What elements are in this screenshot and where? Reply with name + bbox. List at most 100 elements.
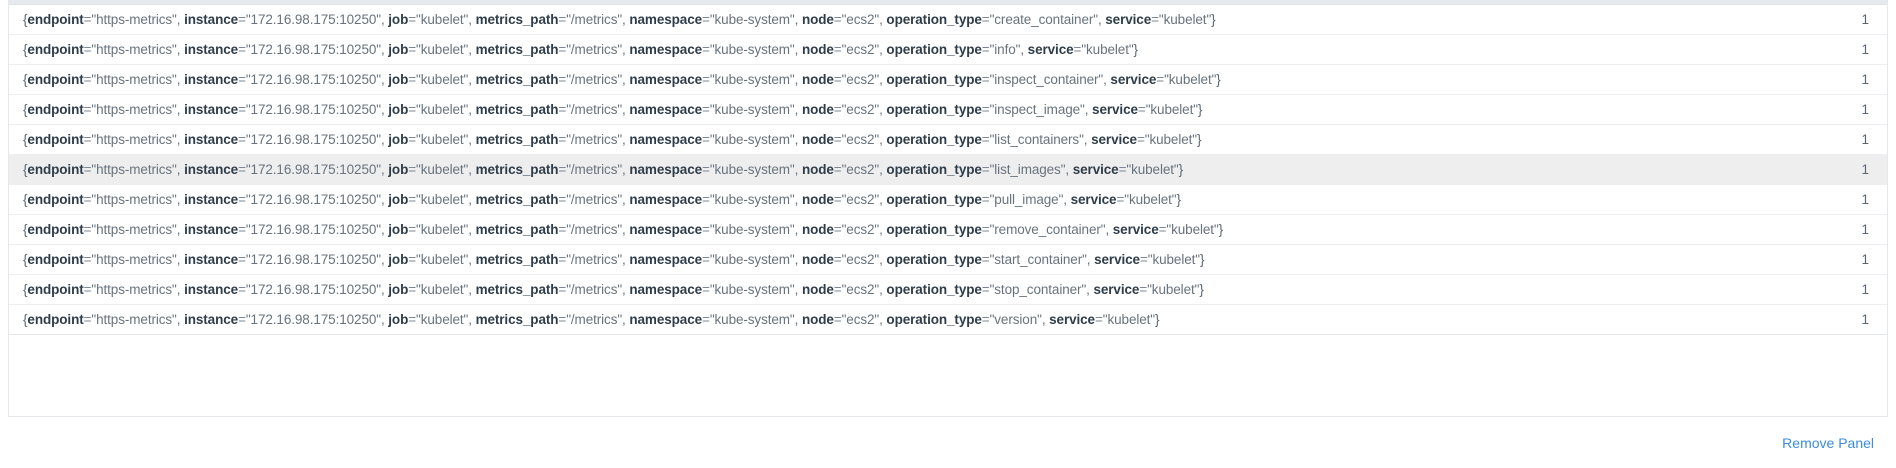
label-key-node: node	[801, 311, 834, 327]
label-equals: =	[238, 11, 246, 27]
label-separator: ,	[794, 221, 802, 237]
label-value-instance: "172.16.98.175:10250"	[245, 41, 381, 57]
label-equals: =	[1156, 71, 1165, 87]
label-equals: =	[1118, 161, 1127, 177]
label-value-instance: "172.16.98.175:10250"	[245, 251, 381, 267]
table-header-strip	[9, 0, 1887, 5]
label-equals: =	[408, 161, 417, 177]
label-key-job: job	[388, 71, 409, 87]
label-key-node: node	[801, 161, 834, 177]
label-key-service: service	[1112, 221, 1159, 237]
metric-label-set: {endpoint="https-metrics", instance="172…	[23, 65, 1767, 95]
label-value-metrics_path: "/metrics"	[566, 281, 623, 297]
label-key-operation_type: operation_type	[886, 131, 982, 147]
table-row[interactable]: {endpoint="https-metrics", instance="172…	[9, 95, 1887, 125]
label-separator: ,	[794, 251, 802, 267]
label-equals: =	[408, 311, 417, 327]
label-value-operation_type: "create_container"	[989, 11, 1098, 27]
label-value-endpoint: "https-metrics"	[91, 101, 177, 117]
label-value-job: "kubelet"	[416, 311, 469, 327]
label-equals: =	[833, 11, 842, 27]
table-row[interactable]: {endpoint="https-metrics", instance="172…	[9, 125, 1887, 155]
label-equals: =	[238, 191, 246, 207]
label-equals: =	[238, 161, 246, 177]
label-separator: ,	[380, 131, 389, 147]
metric-value: 1	[1861, 102, 1869, 117]
label-value-node: "ecs2"	[841, 311, 880, 327]
label-key-service: service	[1092, 101, 1138, 117]
table-row[interactable]: {endpoint="https-metrics", instance="172…	[9, 65, 1887, 95]
label-separator: ,	[622, 221, 630, 237]
open-brace: {	[23, 311, 28, 327]
label-value-node: "ecs2"	[841, 41, 880, 57]
table-row[interactable]: {endpoint="https-metrics", instance="172…	[9, 215, 1887, 245]
label-value-node: "ecs2"	[841, 281, 880, 297]
label-equals: =	[408, 101, 417, 117]
close-brace: }	[1133, 41, 1139, 57]
label-separator: ,	[380, 11, 389, 27]
label-equals: =	[408, 41, 417, 57]
label-separator: ,	[879, 311, 887, 327]
table-row[interactable]: {endpoint="https-metrics", instance="172…	[9, 275, 1887, 305]
label-key-metrics_path: metrics_path	[475, 101, 559, 117]
label-value-endpoint: "https-metrics"	[91, 41, 177, 57]
label-value-service: "kubelet"	[1166, 221, 1219, 237]
label-separator: ,	[622, 101, 630, 117]
label-equals: =	[833, 101, 842, 117]
label-key-job: job	[388, 41, 409, 57]
label-separator: ,	[622, 41, 630, 57]
table-row[interactable]: {endpoint="https-metrics", instance="172…	[9, 185, 1887, 215]
table-row[interactable]: {endpoint="https-metrics", instance="172…	[9, 35, 1887, 65]
label-separator: ,	[176, 101, 185, 117]
remove-panel-link[interactable]: Remove Panel	[1782, 434, 1874, 451]
open-brace: {	[23, 131, 28, 147]
metrics-table-body: {endpoint="https-metrics", instance="172…	[9, 5, 1887, 335]
label-value-job: "kubelet"	[416, 41, 469, 57]
label-equals: =	[558, 41, 567, 57]
table-row[interactable]: {endpoint="https-metrics", instance="172…	[9, 245, 1887, 275]
metric-label-set: {endpoint="https-metrics", instance="172…	[23, 155, 1767, 185]
label-key-endpoint: endpoint	[27, 101, 84, 117]
label-separator: ,	[879, 161, 887, 177]
label-key-service: service	[1072, 161, 1119, 177]
label-value-endpoint: "https-metrics"	[91, 221, 177, 237]
label-equals: =	[702, 281, 710, 297]
label-equals: =	[408, 281, 417, 297]
label-separator: ,	[1097, 11, 1106, 27]
label-key-service: service	[1070, 191, 1117, 207]
label-equals: =	[833, 251, 842, 267]
close-brace: }	[1155, 311, 1160, 327]
label-value-metrics_path: "/metrics"	[566, 191, 623, 207]
label-equals: =	[981, 191, 990, 207]
label-separator: ,	[1086, 281, 1094, 297]
label-value-node: "ecs2"	[841, 191, 880, 207]
label-key-namespace: namespace	[629, 11, 703, 27]
label-equals: =	[558, 101, 567, 117]
label-key-namespace: namespace	[629, 281, 703, 297]
label-key-metrics_path: metrics_path	[475, 191, 559, 207]
label-value-metrics_path: "/metrics"	[566, 101, 623, 117]
label-equals: =	[981, 251, 990, 267]
label-separator: ,	[468, 101, 476, 117]
label-equals: =	[558, 221, 567, 237]
label-value-instance: "172.16.98.175:10250"	[245, 221, 381, 237]
label-equals: =	[1139, 251, 1148, 267]
table-row[interactable]: {endpoint="https-metrics", instance="172…	[9, 305, 1887, 335]
label-value-namespace: "kube-system"	[709, 11, 795, 27]
table-row[interactable]: {endpoint="https-metrics", instance="172…	[9, 5, 1887, 35]
close-brace: }	[1197, 101, 1203, 117]
metric-label-set: {endpoint="https-metrics", instance="172…	[23, 125, 1767, 155]
label-separator: ,	[622, 251, 630, 267]
label-equals: =	[981, 131, 990, 147]
open-brace: {	[23, 41, 28, 57]
label-key-instance: instance	[184, 41, 239, 57]
label-separator: ,	[622, 191, 630, 207]
label-value-node: "ecs2"	[841, 101, 880, 117]
label-equals: =	[83, 41, 92, 57]
label-value-operation_type: "list_images"	[989, 161, 1066, 177]
table-row[interactable]: {endpoint="https-metrics", instance="172…	[9, 155, 1887, 185]
label-value-service: "kubelet"	[1124, 191, 1177, 207]
label-key-instance: instance	[184, 191, 239, 207]
label-value-endpoint: "https-metrics"	[91, 11, 177, 27]
label-value-service: "kubelet"	[1164, 71, 1217, 87]
